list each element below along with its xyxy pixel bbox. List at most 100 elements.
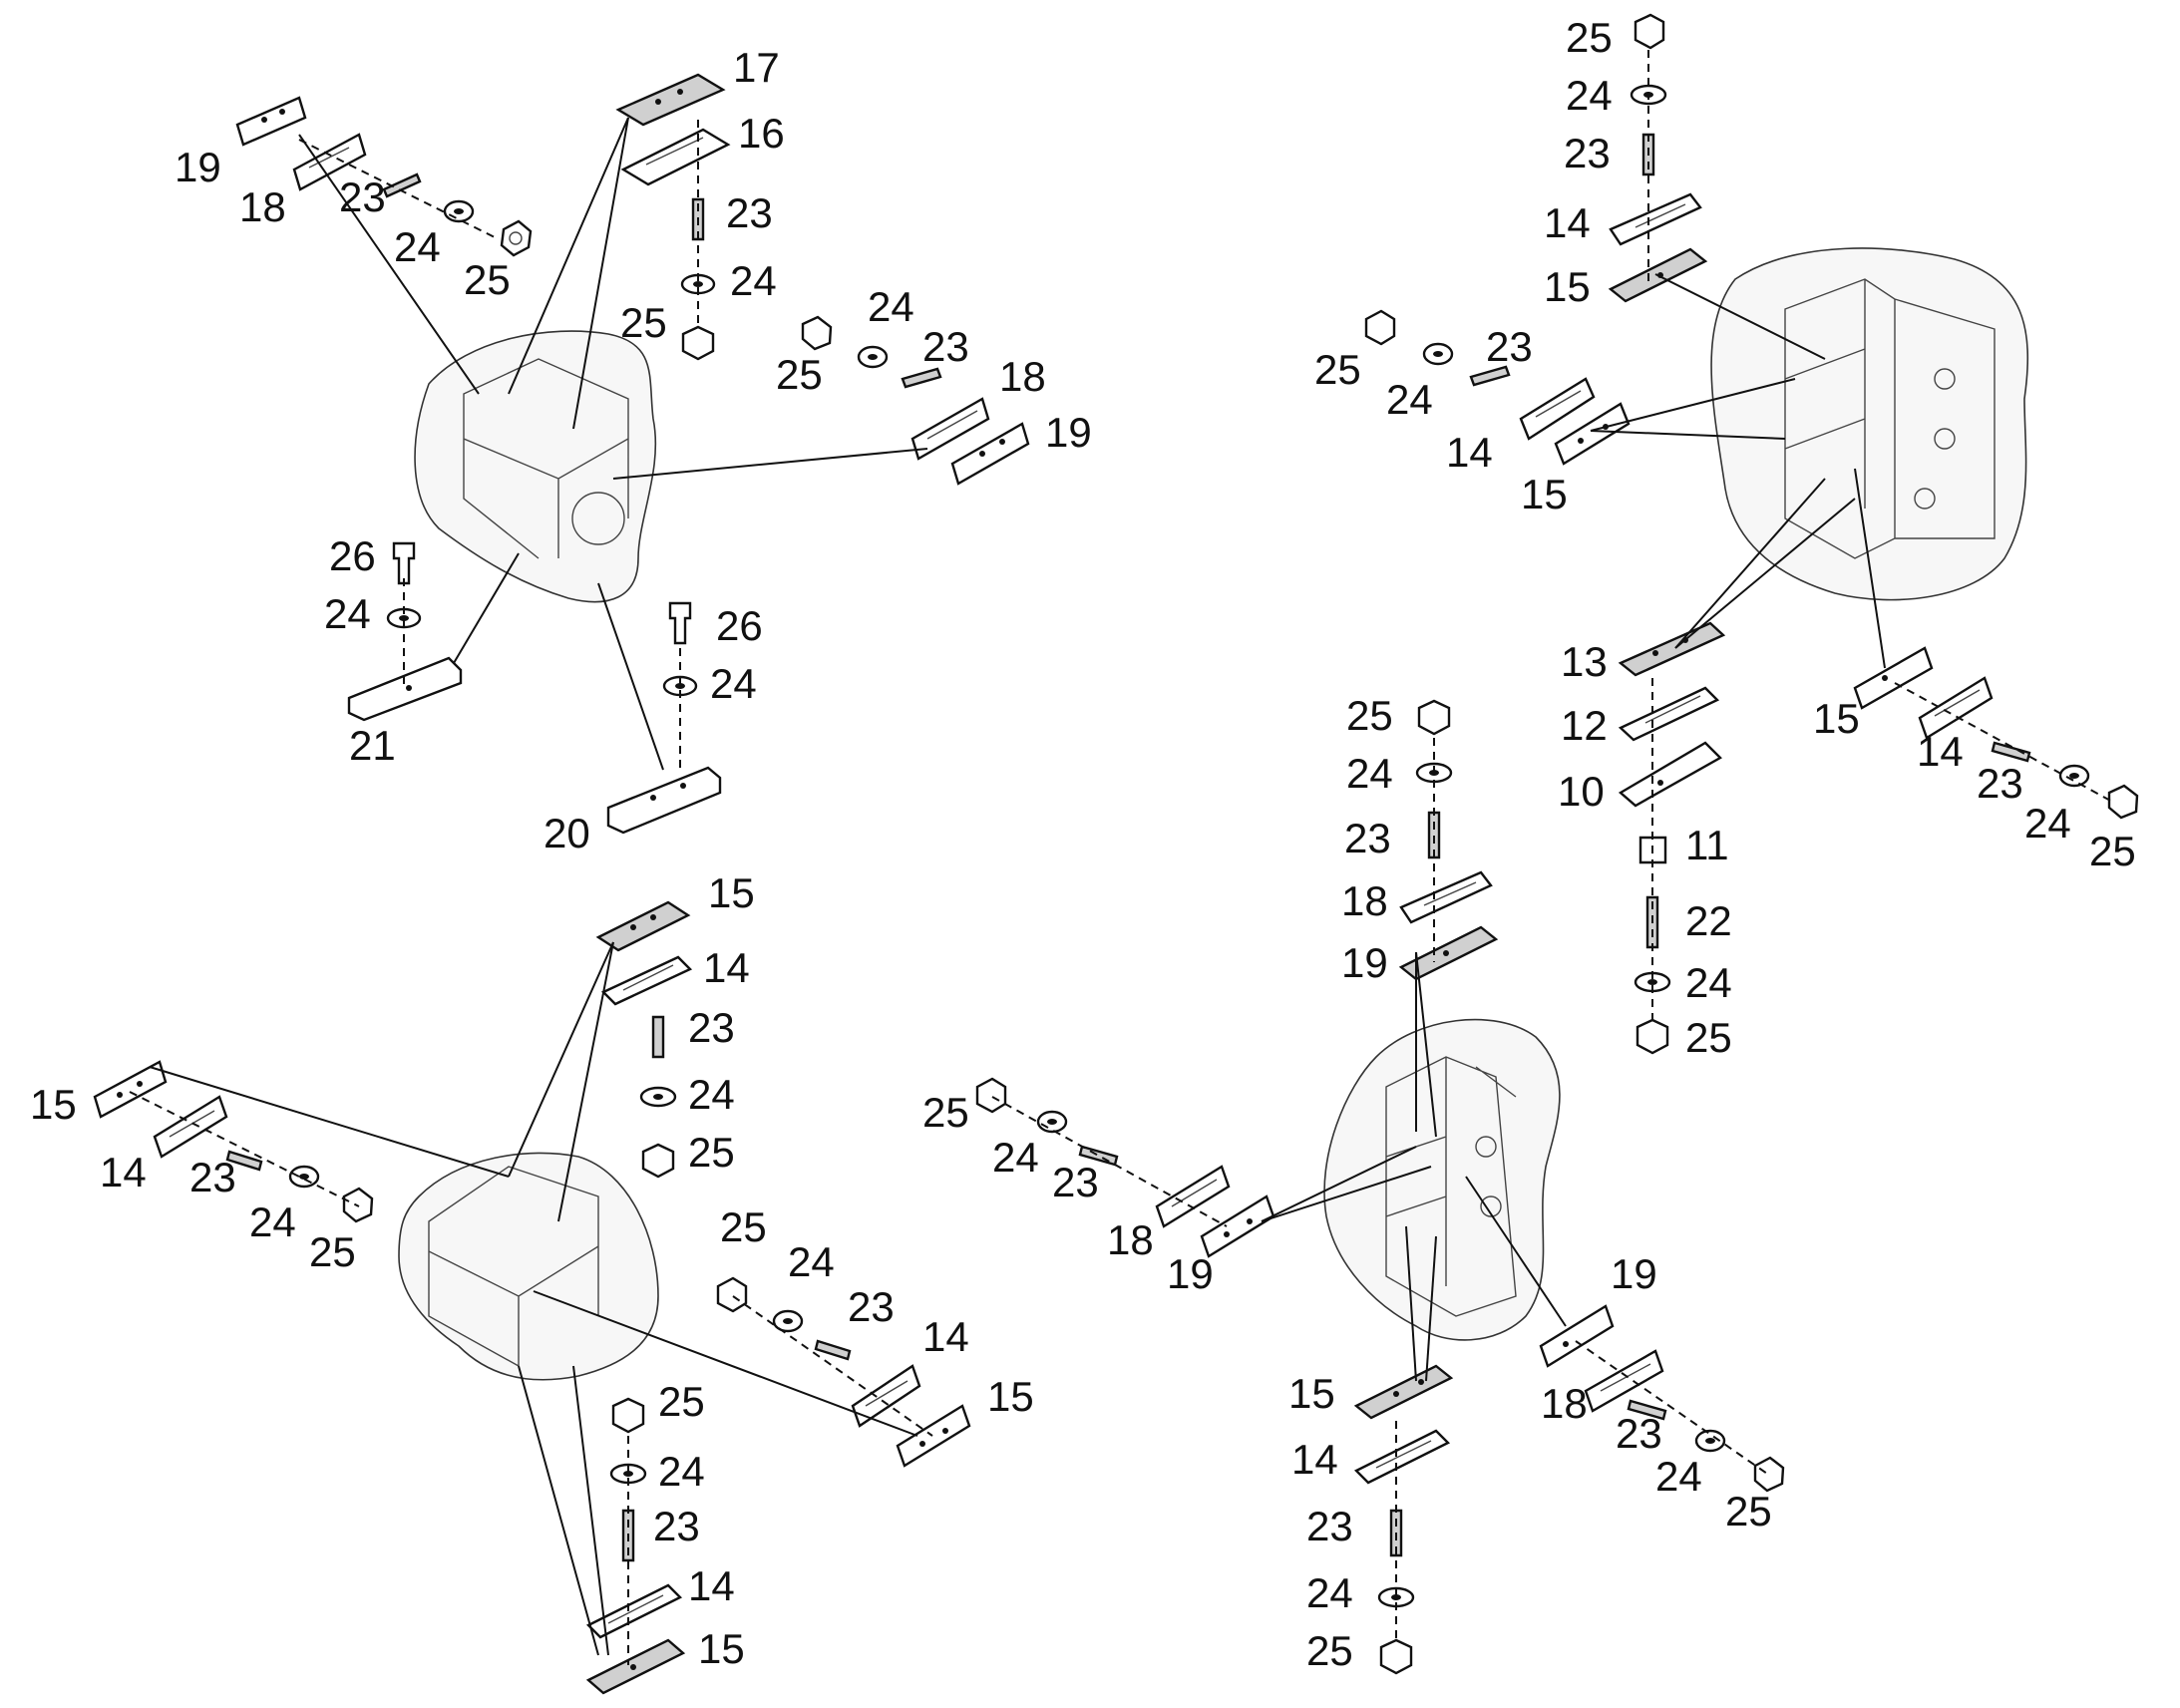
callout-15b: 15 <box>1521 471 1568 517</box>
callout-12: 12 <box>1561 702 1608 749</box>
callout-25c: 25 <box>1306 1627 1353 1674</box>
callout-25b: 25 <box>309 1228 356 1275</box>
shim-14 <box>1353 1429 1451 1485</box>
callout-25d: 25 <box>1725 1488 1772 1535</box>
plate-10 <box>1618 741 1722 808</box>
shim-14 <box>1609 192 1702 246</box>
callout-23b: 23 <box>189 1154 236 1200</box>
plate-15c <box>1853 646 1934 710</box>
nut-25 <box>500 219 533 257</box>
shim-14 <box>600 955 693 1006</box>
callout-23d: 23 <box>653 1503 700 1549</box>
callout-15c: 15 <box>987 1373 1034 1420</box>
callout-14b: 14 <box>100 1149 147 1196</box>
callout-23b: 23 <box>1486 323 1533 370</box>
callout-11: 11 <box>1685 822 1729 868</box>
callout-15: 15 <box>1544 263 1591 310</box>
callout-18c: 18 <box>1541 1380 1588 1427</box>
callout-25c: 25 <box>1685 1014 1732 1061</box>
callout-16: 16 <box>738 110 785 157</box>
callout-25: 25 <box>1346 692 1393 739</box>
nut-25c <box>1379 1638 1413 1675</box>
frame-detail-outline <box>398 1152 659 1381</box>
callout-25b: 25 <box>922 1089 969 1136</box>
plate-19c <box>950 422 1030 486</box>
callout-22: 22 <box>1685 897 1732 944</box>
nut-25d <box>2107 784 2139 820</box>
callout-19b: 19 <box>1167 1250 1214 1297</box>
plate-13 <box>1618 621 1726 677</box>
callout-25b: 25 <box>620 299 667 346</box>
callout-20: 20 <box>544 810 590 856</box>
shim-18c <box>1584 1349 1664 1413</box>
plate-15 <box>1353 1364 1454 1420</box>
callout-24c: 24 <box>1306 1569 1353 1616</box>
callout-14d: 14 <box>688 1562 735 1609</box>
stud-23b <box>225 1150 263 1172</box>
callout-24b: 24 <box>1386 376 1433 423</box>
callout-14: 14 <box>1291 1436 1338 1483</box>
callout-10: 10 <box>1558 768 1605 815</box>
plate-15b <box>93 1060 168 1119</box>
callout-24c: 24 <box>788 1238 835 1285</box>
shim-14b <box>153 1095 228 1159</box>
callout-25c: 25 <box>720 1203 767 1250</box>
callout-18: 18 <box>239 183 286 230</box>
callout-19c: 19 <box>1611 1250 1657 1297</box>
stud-23 <box>1427 811 1441 859</box>
nut-25b <box>1364 309 1396 346</box>
frame-detail-outline <box>414 330 657 603</box>
callout-21: 21 <box>349 722 396 769</box>
bolt-26b <box>668 601 692 645</box>
callout-18b: 18 <box>1107 1216 1154 1263</box>
callout-24: 24 <box>1346 750 1393 797</box>
callout-14b: 14 <box>1446 429 1493 476</box>
callout-24: 24 <box>688 1071 735 1118</box>
callout-23c: 23 <box>1306 1503 1353 1549</box>
bracket-20 <box>606 766 722 835</box>
assembly-bottom-right: 25 24 23 18 19 25 24 23 18 19 15 14 23 2… <box>922 692 1785 1675</box>
callout-24d: 24 <box>2024 800 2071 847</box>
frame-detail-outline <box>1323 1018 1561 1341</box>
bolt-26 <box>392 541 416 585</box>
callout-23: 23 <box>339 173 386 220</box>
washer-24c <box>772 1309 804 1333</box>
callout-25d: 25 <box>2089 828 2136 874</box>
washer-24d <box>2058 764 2090 788</box>
callout-23c: 23 <box>848 1283 895 1330</box>
bracket-21 <box>347 656 463 722</box>
callout-25: 25 <box>688 1129 735 1176</box>
callout-25: 25 <box>464 256 511 303</box>
plate-19 <box>1398 925 1499 981</box>
callout-13: 13 <box>1561 638 1608 685</box>
callout-23: 23 <box>1564 130 1611 176</box>
callout-24d: 24 <box>658 1448 705 1495</box>
washer-24c <box>857 345 889 369</box>
callout-17: 17 <box>733 44 780 91</box>
shim-18 <box>1399 870 1493 924</box>
callout-24c: 24 <box>1685 959 1732 1006</box>
washer-24b <box>288 1165 320 1189</box>
callout-24b: 24 <box>249 1198 296 1245</box>
callout-15: 15 <box>708 869 755 916</box>
callout-23c: 23 <box>922 323 969 370</box>
frame-detail-outline <box>1710 247 2029 601</box>
washer-24d <box>1694 1429 1726 1453</box>
callout-24: 24 <box>394 223 441 270</box>
nut-25b <box>681 325 715 361</box>
assembly-bottom-left: 15 14 23 24 25 15 14 23 24 25 25 24 23 1… <box>30 869 1034 1695</box>
callout-19c: 19 <box>1045 409 1092 456</box>
stud-23d <box>1627 1399 1667 1421</box>
stud-23c <box>814 1339 852 1361</box>
callout-26: 26 <box>329 532 376 579</box>
nut-25 <box>1417 699 1451 736</box>
callout-25b: 25 <box>1314 346 1361 393</box>
callout-24b: 24 <box>992 1134 1039 1181</box>
plate-15c <box>896 1404 971 1468</box>
nut-25d <box>611 1397 645 1434</box>
callout-23b: 23 <box>726 189 773 236</box>
stud-23 <box>651 1015 665 1059</box>
nut-25c <box>716 1276 748 1313</box>
callout-23: 23 <box>1344 815 1391 861</box>
